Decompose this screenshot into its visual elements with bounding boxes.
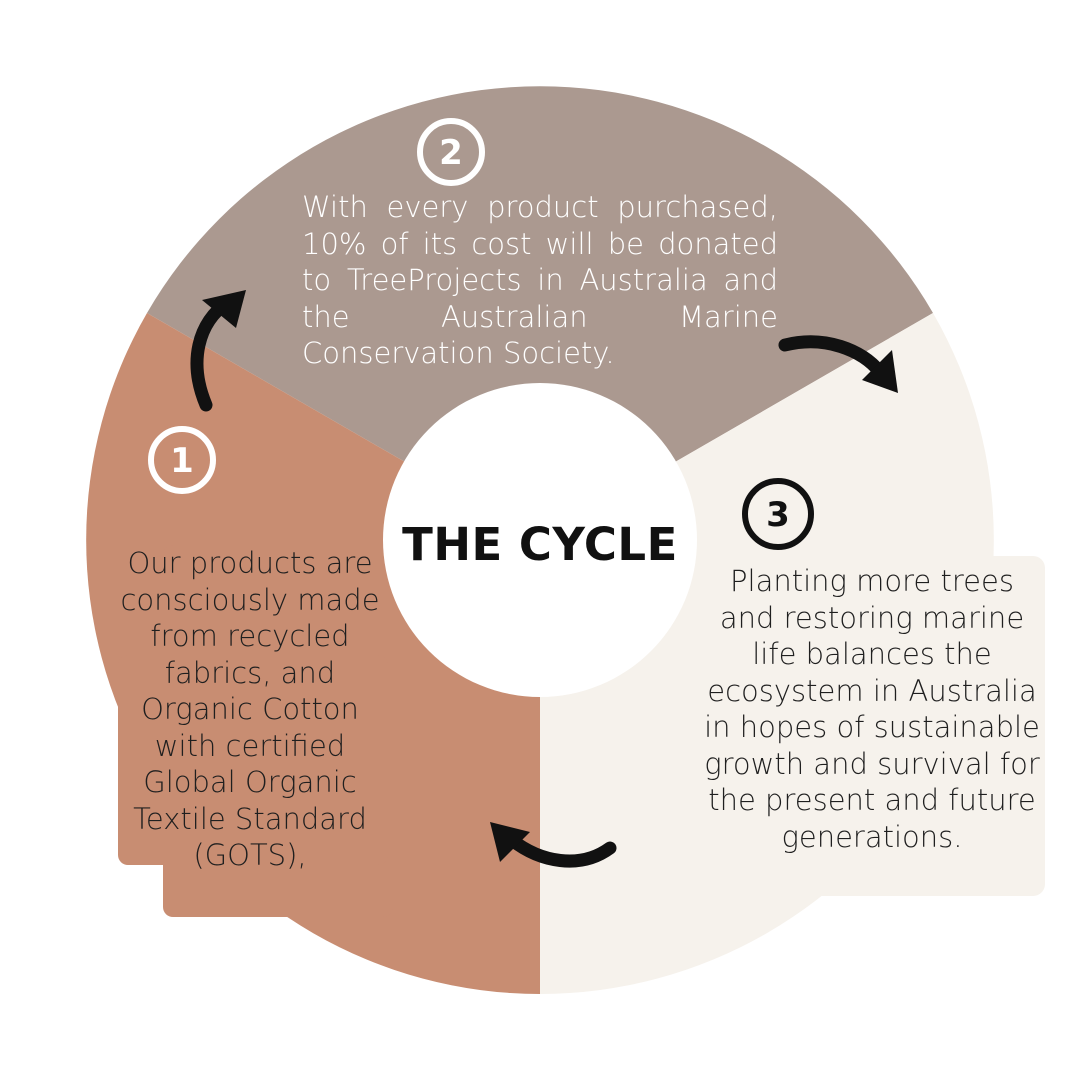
step-1-badge: 1 xyxy=(148,426,216,494)
step-3-text-backdrop xyxy=(700,556,1045,896)
step-2-badge: 2 xyxy=(417,118,485,186)
step-1-text-backdrop-wide xyxy=(118,655,388,865)
diagram-title: THE CYCLE xyxy=(402,518,678,571)
step-2-number: 2 xyxy=(439,133,463,173)
step-2-description: With every product purchased, 10% of its… xyxy=(302,190,778,370)
arrow-step-1-to-2 xyxy=(190,290,246,412)
step-3-badge: 3 xyxy=(742,478,814,550)
center-circle xyxy=(383,383,697,697)
step-3-description: Planting more trees and restoring marine… xyxy=(704,564,1040,854)
step-1-description: Our products are consciously made from r… xyxy=(120,546,380,872)
arrow-step-2-to-3 xyxy=(778,335,898,393)
step-1-number: 1 xyxy=(170,441,194,481)
arrow-step-3-to-1 xyxy=(490,822,617,868)
step-3-number: 3 xyxy=(766,495,790,535)
segment-step-2 xyxy=(147,86,933,540)
